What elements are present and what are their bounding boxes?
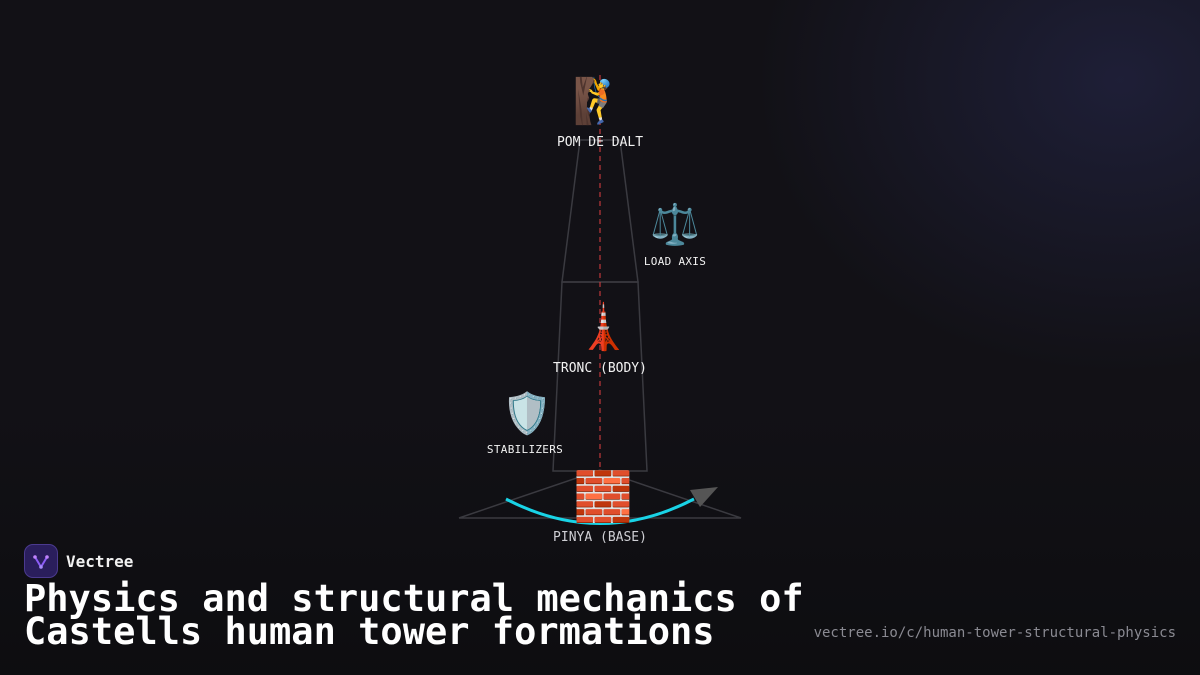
pom-de-dalt-label: POM DE DALT [556, 135, 644, 150]
pinya-label: PINYA (BASE) [553, 530, 647, 545]
brick-icon: 🧱 [573, 469, 633, 525]
upper-outline [561, 139, 639, 283]
source-url[interactable]: vectree.io/c/human-tower-structural-phys… [813, 625, 1176, 641]
stabilizers-label: STABILIZERS [486, 443, 564, 456]
shield-icon: 🛡️ [502, 391, 552, 437]
load-axis-label: LOAD AXIS [643, 255, 707, 268]
vectree-logo-icon [24, 544, 58, 578]
brand: Vectree [24, 544, 133, 578]
climber-icon: 🧗 [572, 76, 628, 127]
stability-arc [505, 497, 695, 525]
tower-icon: 🗼 [576, 302, 631, 353]
arc-arrow-head [690, 487, 718, 507]
page-title: Physics and structural mechanics of Cast… [24, 577, 804, 653]
tronc-label: TRONC (BODY) [553, 361, 647, 376]
balance-scale-icon: ⚖️ [650, 202, 700, 248]
brand-name: Vectree [66, 551, 134, 571]
